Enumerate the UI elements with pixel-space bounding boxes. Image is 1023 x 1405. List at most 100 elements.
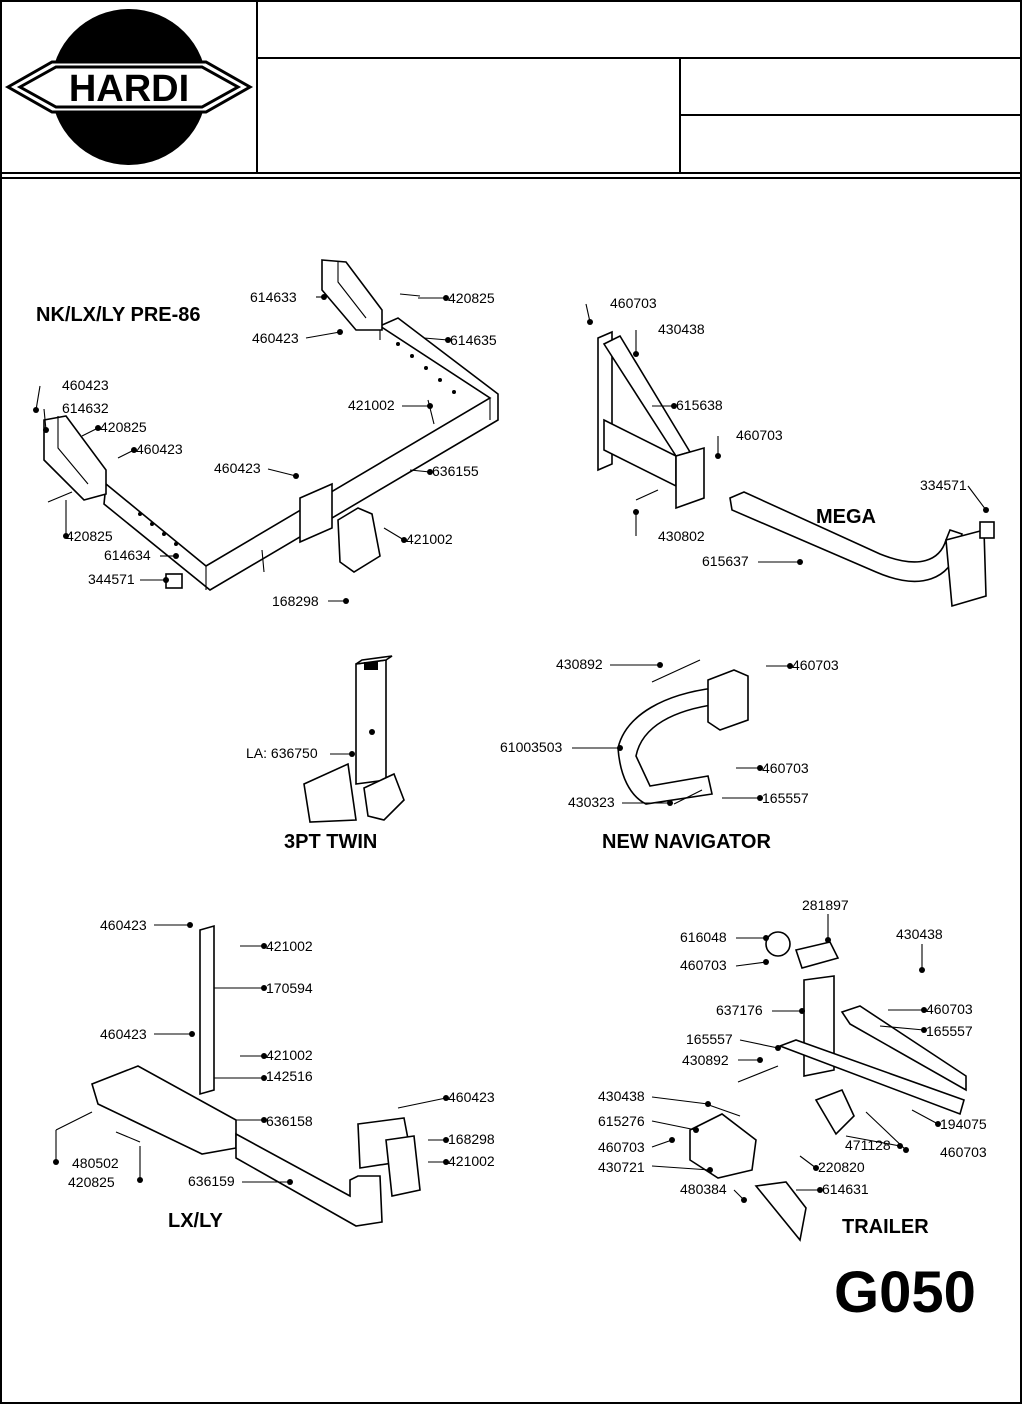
part-number-label: 421002 [266, 938, 313, 954]
part-number-label: 165557 [926, 1023, 973, 1039]
part-number-label: 460423 [136, 441, 183, 457]
part-number-label: 460703 [762, 760, 809, 776]
leader-dot [935, 1121, 941, 1127]
leader-line [651, 1139, 673, 1148]
part-number-label: 460703 [792, 657, 839, 673]
leader-dot [921, 1007, 927, 1013]
leader-line [967, 485, 987, 511]
section-title-navigator: NEW NAVIGATOR [602, 831, 771, 853]
leader-dot [921, 1027, 927, 1033]
leader-dot [343, 598, 349, 604]
leader-line [845, 1135, 901, 1147]
part-number-label: 480502 [72, 1155, 119, 1171]
leader-dot [633, 351, 639, 357]
part-number-label: 430892 [682, 1052, 729, 1068]
leader-dot [189, 1031, 195, 1037]
part-number-label: 421002 [348, 397, 395, 413]
part-number-label: 460423 [252, 330, 299, 346]
part-number-label: 142516 [266, 1068, 313, 1084]
nk-drawing [43, 259, 499, 591]
leader-dot [817, 1187, 823, 1193]
hardi-logo: HARDI [4, 9, 254, 165]
part-number-label: 460423 [100, 917, 147, 933]
leader-dot [131, 447, 137, 453]
part-number-label: 614635 [450, 332, 497, 348]
leader-line [397, 1097, 447, 1109]
part-number-label: 460423 [62, 377, 109, 393]
leader-dot [757, 1057, 763, 1063]
leader-dot [163, 577, 169, 583]
leader-dot [787, 663, 793, 669]
leader-dot [261, 1053, 267, 1059]
leader-dot [667, 800, 673, 806]
trailer-drawing [689, 931, 967, 1242]
leader-line [651, 1165, 711, 1171]
leader-dot [587, 319, 593, 325]
part-number-label: 460703 [680, 957, 727, 973]
part-number-label: 430892 [556, 656, 603, 672]
part-number-label: 170594 [266, 980, 313, 996]
part-number-label: 430802 [658, 528, 705, 544]
mega-drawing [597, 330, 995, 608]
leader-dot [43, 427, 49, 433]
leader-dot [293, 473, 299, 479]
leader-line [43, 408, 47, 431]
leader-dot [443, 1159, 449, 1165]
part-number-label: 614634 [104, 547, 151, 563]
leader-dot [669, 1137, 675, 1143]
part-number-label: 460703 [940, 1144, 987, 1160]
leader-dot [287, 1179, 293, 1185]
leader-dot [741, 1197, 747, 1203]
part-number-label: LA: 636750 [246, 745, 318, 761]
leader-dot [187, 922, 193, 928]
part-number-label: 421002 [448, 1153, 495, 1169]
leader-dot [53, 1159, 59, 1165]
leader-dot [633, 509, 639, 515]
part-number-label: 334571 [920, 477, 967, 493]
part-number-label: 421002 [406, 531, 453, 547]
part-number-label: 480384 [680, 1181, 727, 1197]
part-number-label: 616048 [680, 929, 727, 945]
part-number-label: 420825 [68, 1174, 115, 1190]
part-number-label: 615637 [702, 553, 749, 569]
leader-dot [693, 1127, 699, 1133]
part-number-label: 460703 [926, 1001, 973, 1017]
part-number-label: 460423 [214, 460, 261, 476]
part-number-label: 220820 [818, 1159, 865, 1175]
leader-line [305, 331, 341, 339]
part-number-label: 344571 [88, 571, 135, 587]
leader-line [651, 1096, 709, 1105]
section-title-trailer: TRAILER [842, 1216, 929, 1238]
leader-dot [261, 943, 267, 949]
leader-dot [707, 1167, 713, 1173]
part-number-label: 430438 [598, 1088, 645, 1104]
part-number-label: 421002 [266, 1047, 313, 1063]
part-number-label: 460703 [610, 295, 657, 311]
leader-dot [919, 967, 925, 973]
leader-dot [321, 294, 327, 300]
section-title-nk: NK/LX/LY PRE-86 [36, 304, 201, 326]
part-number-label: 614633 [250, 289, 297, 305]
part-number-label: 636159 [188, 1173, 235, 1189]
leader-dot [337, 329, 343, 335]
part-number-label: 614632 [62, 400, 109, 416]
part-number-label: 460423 [448, 1089, 495, 1105]
leader-line [423, 337, 449, 341]
leader-dot [261, 1117, 267, 1123]
leader-line [879, 1025, 925, 1031]
leader-dot [671, 403, 677, 409]
leader-line [651, 1120, 697, 1131]
twin-drawing [303, 655, 405, 823]
part-number-label: 430721 [598, 1159, 645, 1175]
leader-dot [799, 1008, 805, 1014]
leader-dot [657, 662, 663, 668]
leader-dot [443, 295, 449, 301]
part-number-label: 636158 [266, 1113, 313, 1129]
leader-dot [757, 795, 763, 801]
leader-line [799, 1155, 817, 1169]
leader-dot [705, 1101, 711, 1107]
leader-dot [825, 937, 831, 943]
